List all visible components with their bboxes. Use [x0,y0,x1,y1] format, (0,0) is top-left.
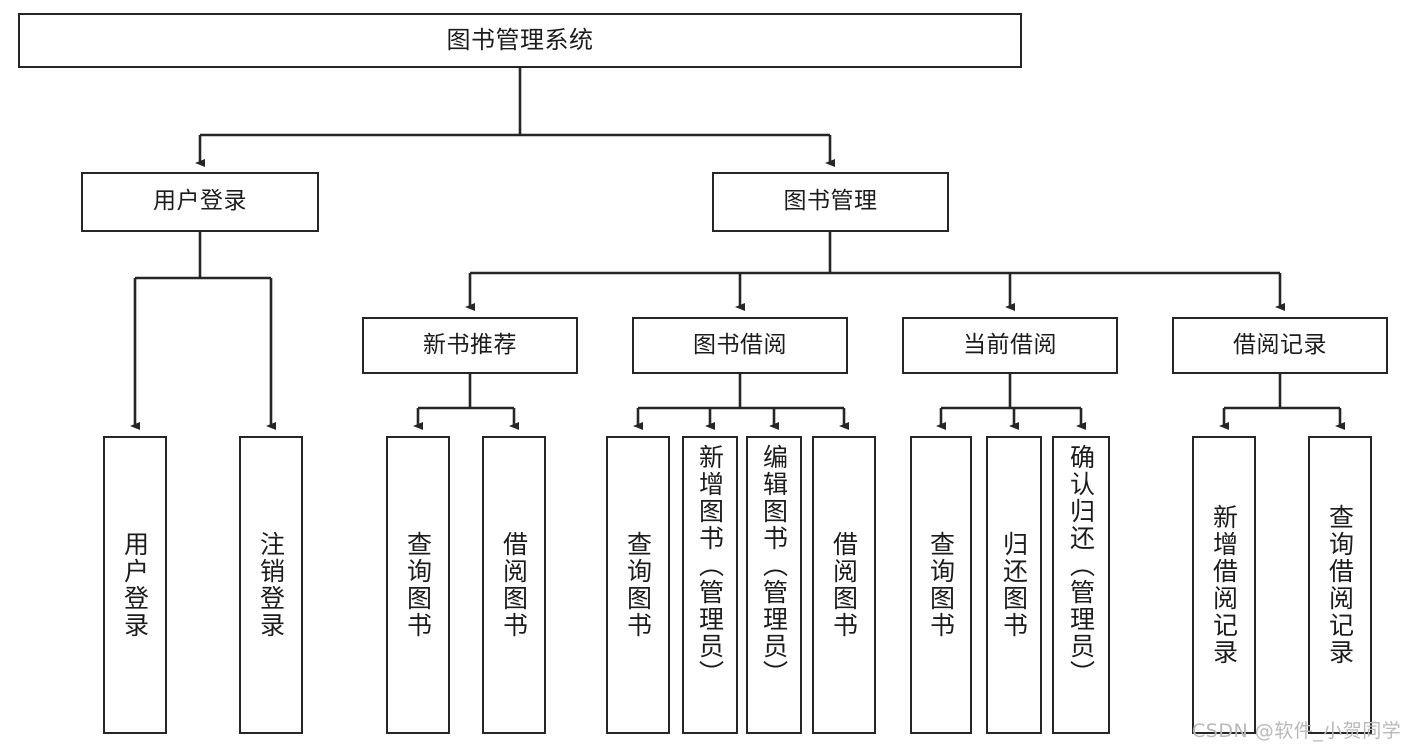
node-leaf-confirm-return-admin-label: 确认归还（管理员） [1066,444,1096,687]
node-leaf-query-book-new-label: 查询图书 [403,531,433,639]
node-leaf-logout[interactable]: 注销登录 [239,436,303,734]
node-leaf-borrow-book[interactable]: 借阅图书 [812,436,876,734]
node-leaf-edit-book-admin-label: 编辑图书（管理员） [759,444,789,687]
node-leaf-edit-book-admin[interactable]: 编辑图书（管理员） [746,436,802,734]
node-leaf-confirm-return-admin[interactable]: 确认归还（管理员） [1052,436,1110,734]
node-leaf-borrow-book-new-label: 借阅图书 [499,531,529,639]
node-leaf-logout-label: 注销登录 [256,531,286,639]
node-new-book-recommend[interactable]: 新书推荐 [362,317,578,374]
node-new-book-recommend-label: 新书推荐 [423,331,517,358]
node-leaf-query-borrow-record[interactable]: 查询借阅记录 [1308,436,1372,734]
node-leaf-borrow-book-label: 借阅图书 [829,531,859,639]
node-leaf-return-book[interactable]: 归还图书 [986,436,1042,734]
node-book-manage[interactable]: 图书管理 [712,172,949,232]
node-leaf-add-borrow-record-label: 新增借阅记录 [1209,504,1239,666]
node-leaf-borrow-book-new[interactable]: 借阅图书 [482,436,546,734]
node-leaf-return-book-label: 归还图书 [999,531,1029,639]
node-book-borrow[interactable]: 图书借阅 [632,317,848,374]
node-leaf-add-book-admin[interactable]: 新增图书（管理员） [682,436,738,734]
node-user-login[interactable]: 用户登录 [81,172,319,232]
node-current-borrow[interactable]: 当前借阅 [902,317,1118,374]
node-book-borrow-label: 图书借阅 [693,331,787,358]
node-leaf-user-login[interactable]: 用户登录 [103,436,167,734]
node-borrow-record[interactable]: 借阅记录 [1172,317,1388,374]
node-leaf-add-borrow-record[interactable]: 新增借阅记录 [1192,436,1256,734]
node-leaf-add-book-admin-label: 新增图书（管理员） [695,444,725,687]
node-current-borrow-label: 当前借阅 [963,331,1057,358]
node-book-manage-label: 图书管理 [783,188,878,215]
node-borrow-record-label: 借阅记录 [1233,331,1327,358]
node-leaf-query-book-new[interactable]: 查询图书 [386,436,450,734]
node-root-label: 图书管理系统 [446,26,594,55]
csdn-watermark: CSDN @软件_小贺同学 [1192,720,1402,742]
node-leaf-query-book-borrow-label: 查询图书 [623,531,653,639]
node-leaf-user-login-label: 用户登录 [120,531,150,639]
node-user-login-label: 用户登录 [153,188,247,215]
node-leaf-query-book-current[interactable]: 查询图书 [910,436,972,734]
node-leaf-query-borrow-record-label: 查询借阅记录 [1325,504,1355,666]
node-root[interactable]: 图书管理系统 [18,13,1022,68]
node-leaf-query-book-current-label: 查询图书 [926,531,956,639]
node-leaf-query-book-borrow[interactable]: 查询图书 [606,436,670,734]
